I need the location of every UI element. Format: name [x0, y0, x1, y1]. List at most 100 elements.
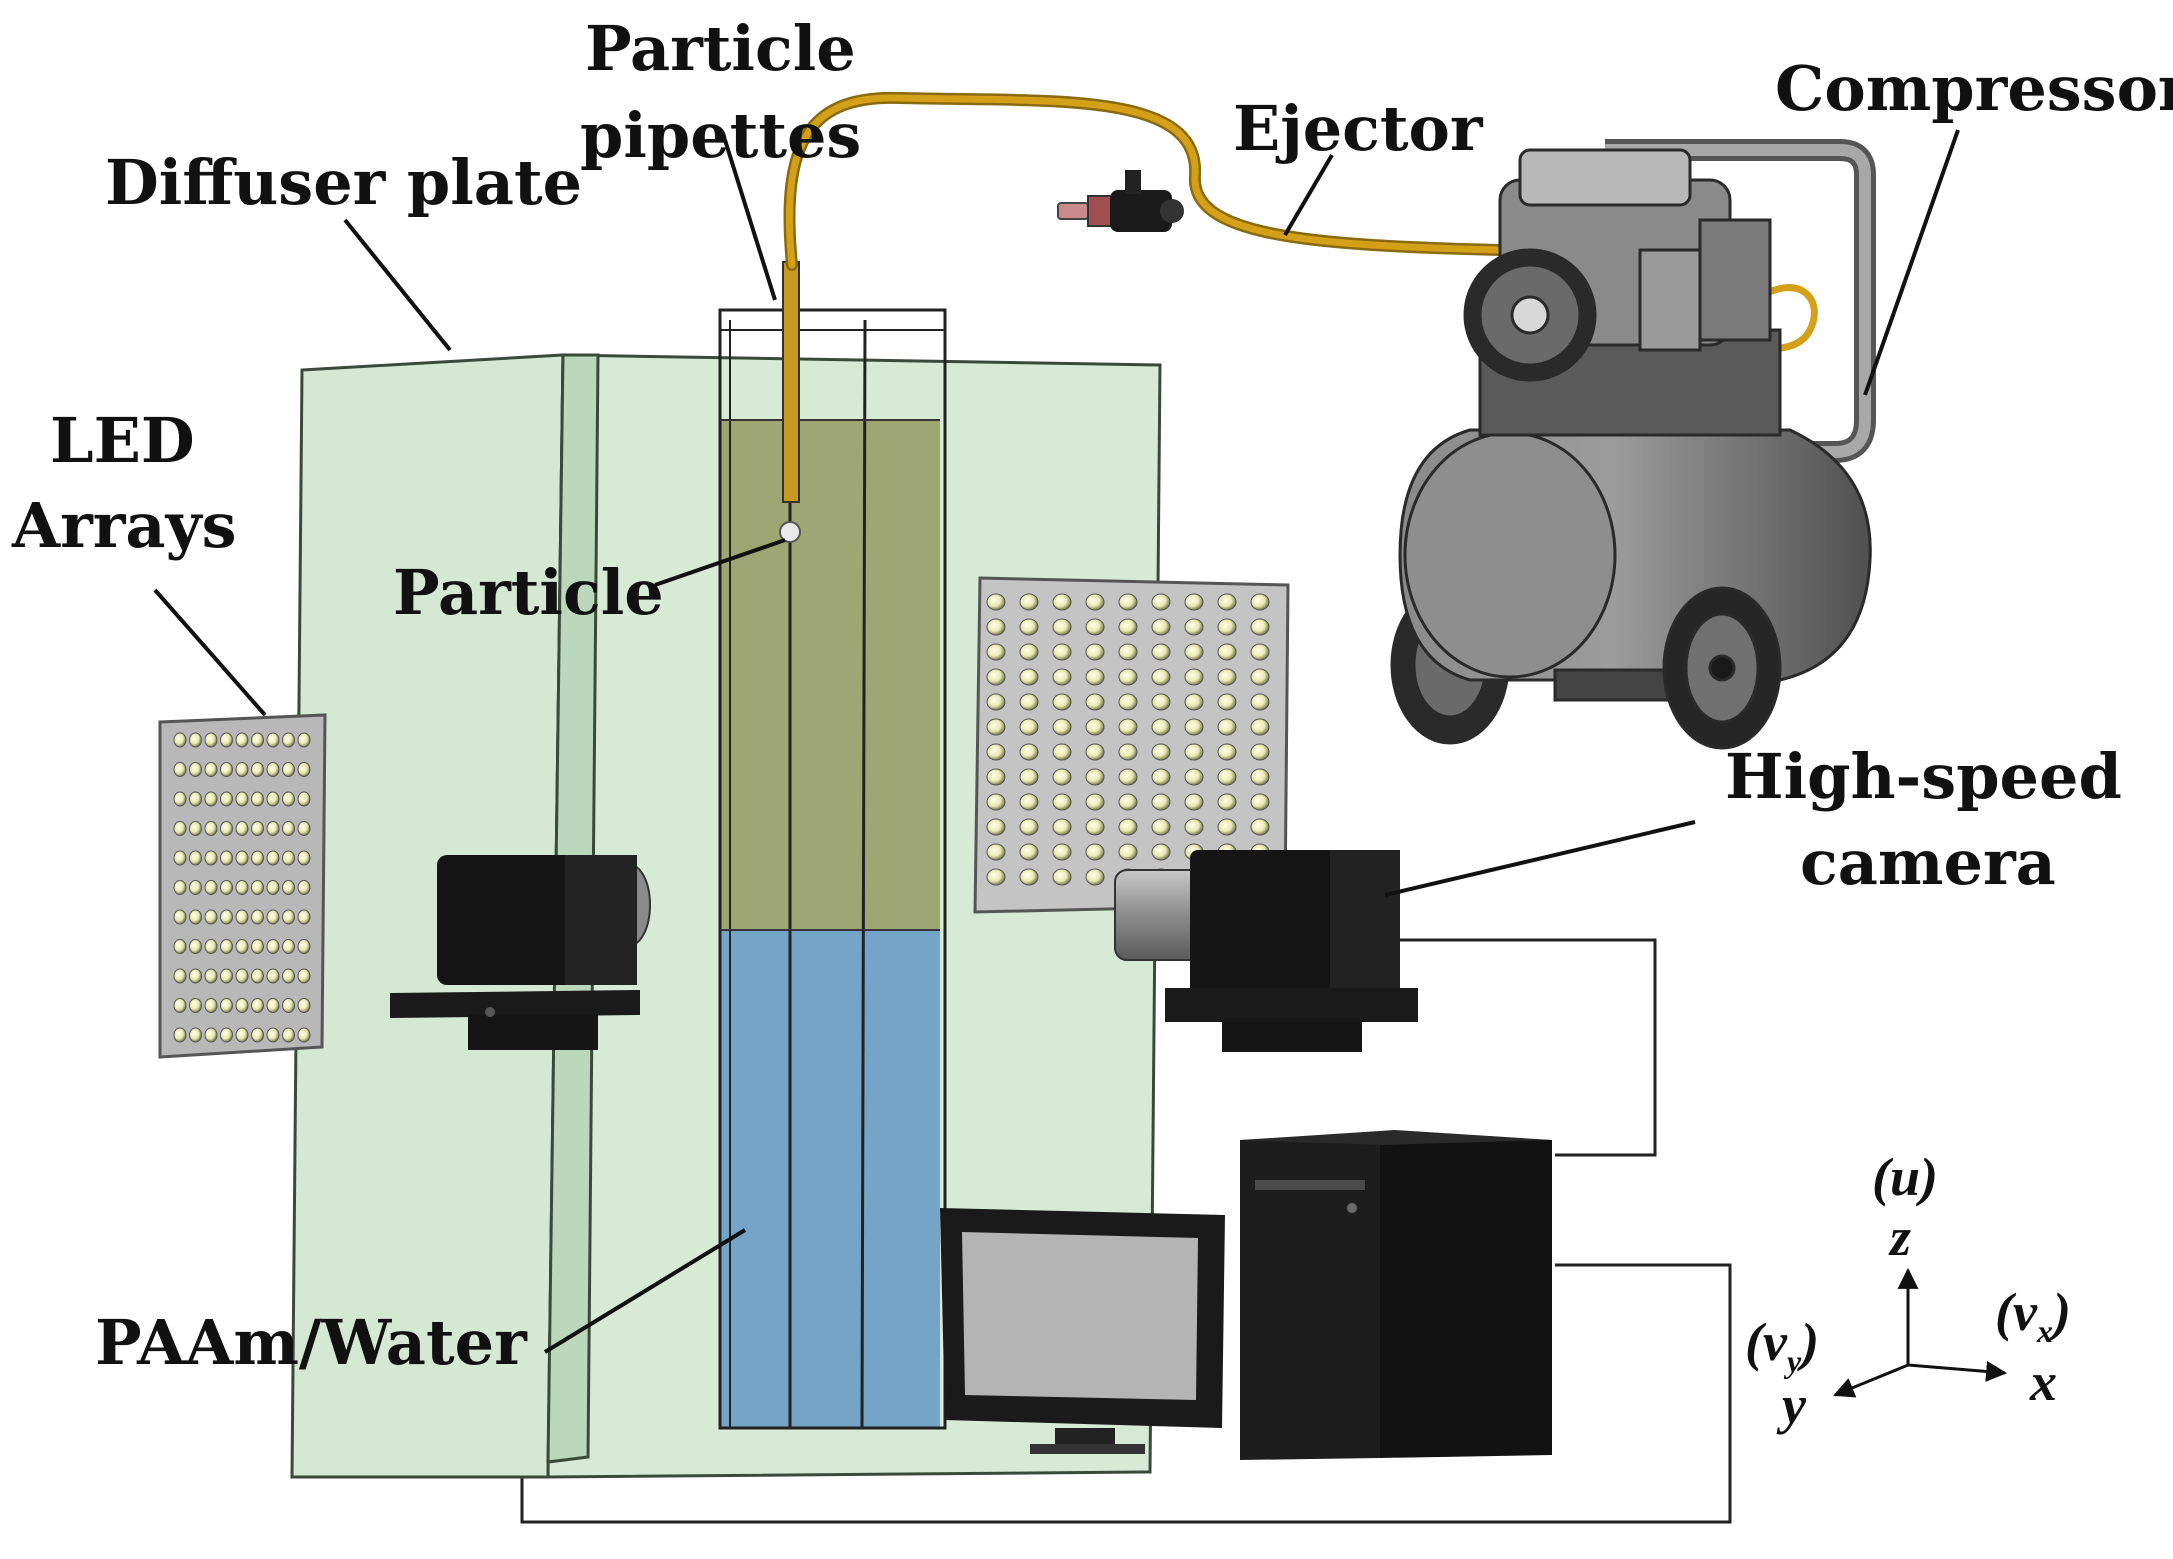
led-dot — [1184, 643, 1204, 661]
led-dot — [173, 939, 187, 954]
led-dot — [235, 821, 249, 836]
led-dot — [1184, 743, 1204, 761]
led-dot — [1019, 768, 1039, 786]
axis-label-vy-sub: y — [1786, 1342, 1802, 1379]
led-dot — [1184, 818, 1204, 836]
label-paam-water: PAAm/Water — [95, 1306, 527, 1379]
led-dot — [189, 998, 202, 1013]
led-dot — [1250, 818, 1270, 836]
axis-label-x: x — [2030, 1352, 2057, 1412]
led-dot — [235, 880, 249, 895]
led-dot — [1217, 618, 1237, 636]
camera-high-speed — [1114, 850, 1418, 1052]
led-dot — [1019, 743, 1039, 761]
led-dot — [282, 732, 295, 748]
led-dot — [1019, 718, 1039, 736]
led-dot — [189, 762, 202, 777]
led-dot — [1217, 668, 1237, 686]
led-dot — [220, 968, 233, 984]
led-dot — [266, 762, 280, 777]
led-dot — [251, 821, 264, 836]
led-dot — [986, 643, 1006, 661]
led-dot — [1250, 793, 1270, 811]
led-dot — [251, 880, 264, 895]
axis-label-vy: (vy) — [1745, 1315, 1819, 1377]
led-dot — [1151, 618, 1171, 636]
label-particle: Particle — [393, 556, 664, 629]
led-dot — [266, 732, 280, 748]
led-dot — [204, 880, 218, 895]
led-dot — [204, 998, 218, 1013]
led-dot — [189, 1027, 202, 1043]
led-dot — [204, 939, 218, 954]
axis-label-vx-open: (v — [1995, 1282, 2037, 1342]
led-dot — [1250, 668, 1270, 686]
particle-sphere — [779, 521, 801, 543]
led-dot — [204, 791, 218, 807]
led-dot — [235, 732, 249, 748]
ejector-device — [1057, 170, 1184, 232]
camera-left — [390, 855, 651, 1050]
led-dot — [297, 732, 311, 748]
led-dot — [266, 791, 280, 807]
led-dot — [1052, 668, 1072, 686]
axis-label-y: y — [1782, 1375, 1806, 1435]
led-dot — [986, 868, 1006, 886]
led-dot — [1052, 793, 1072, 811]
led-dot — [251, 850, 264, 866]
led-dot — [1052, 693, 1072, 711]
led-dot — [1151, 768, 1171, 786]
led-dot — [1184, 793, 1204, 811]
led-dot — [1118, 693, 1138, 711]
axis-label-z: z — [1890, 1207, 1912, 1267]
led-dot — [1118, 643, 1138, 661]
axis-label-vy-open: (v — [1745, 1312, 1787, 1372]
led-dot — [986, 843, 1006, 861]
led-dot — [1019, 793, 1039, 811]
led-dot — [220, 998, 233, 1013]
led-dot — [266, 939, 280, 954]
led-dot — [235, 939, 249, 954]
led-dot — [1019, 818, 1039, 836]
axis-label-vy-close: ) — [1801, 1312, 1820, 1372]
led-dot — [1151, 743, 1171, 761]
led-dot — [235, 762, 249, 777]
led-dot — [1217, 818, 1237, 836]
led-dot — [1118, 843, 1138, 861]
led-dot — [173, 850, 187, 866]
led-dot — [1052, 743, 1072, 761]
led-array-right — [973, 576, 1290, 914]
led-dot — [173, 732, 187, 748]
led-dot — [1052, 593, 1072, 611]
led-dot — [220, 850, 233, 866]
led-dot — [220, 821, 233, 836]
led-dot — [297, 850, 311, 866]
led-dot — [282, 909, 295, 925]
led-dot — [220, 732, 233, 748]
led-dot — [1217, 643, 1237, 661]
led-dot — [251, 732, 264, 748]
led-dot — [297, 762, 311, 777]
led-dot — [297, 821, 311, 836]
led-dot — [1085, 593, 1105, 611]
led-dot — [1250, 743, 1270, 761]
led-dot — [1085, 618, 1105, 636]
axis-label-vx-sub: x — [2036, 1312, 2053, 1349]
label-led-arrays-1: LED — [50, 404, 195, 477]
led-dot — [297, 939, 311, 954]
led-dot — [1118, 668, 1138, 686]
led-dot — [1184, 593, 1204, 611]
led-dot — [220, 791, 233, 807]
led-dot — [1151, 593, 1171, 611]
leader-lines — [153, 129, 1960, 1354]
led-dot — [204, 1027, 218, 1043]
label-diffuser-plate: Diffuser plate — [105, 146, 583, 219]
led-dot — [1217, 718, 1237, 736]
led-dot — [1151, 718, 1171, 736]
led-dot — [297, 968, 311, 984]
led-dot — [235, 791, 249, 807]
led-dot — [282, 1027, 295, 1043]
led-dot — [1250, 643, 1270, 661]
led-dot — [1151, 818, 1171, 836]
